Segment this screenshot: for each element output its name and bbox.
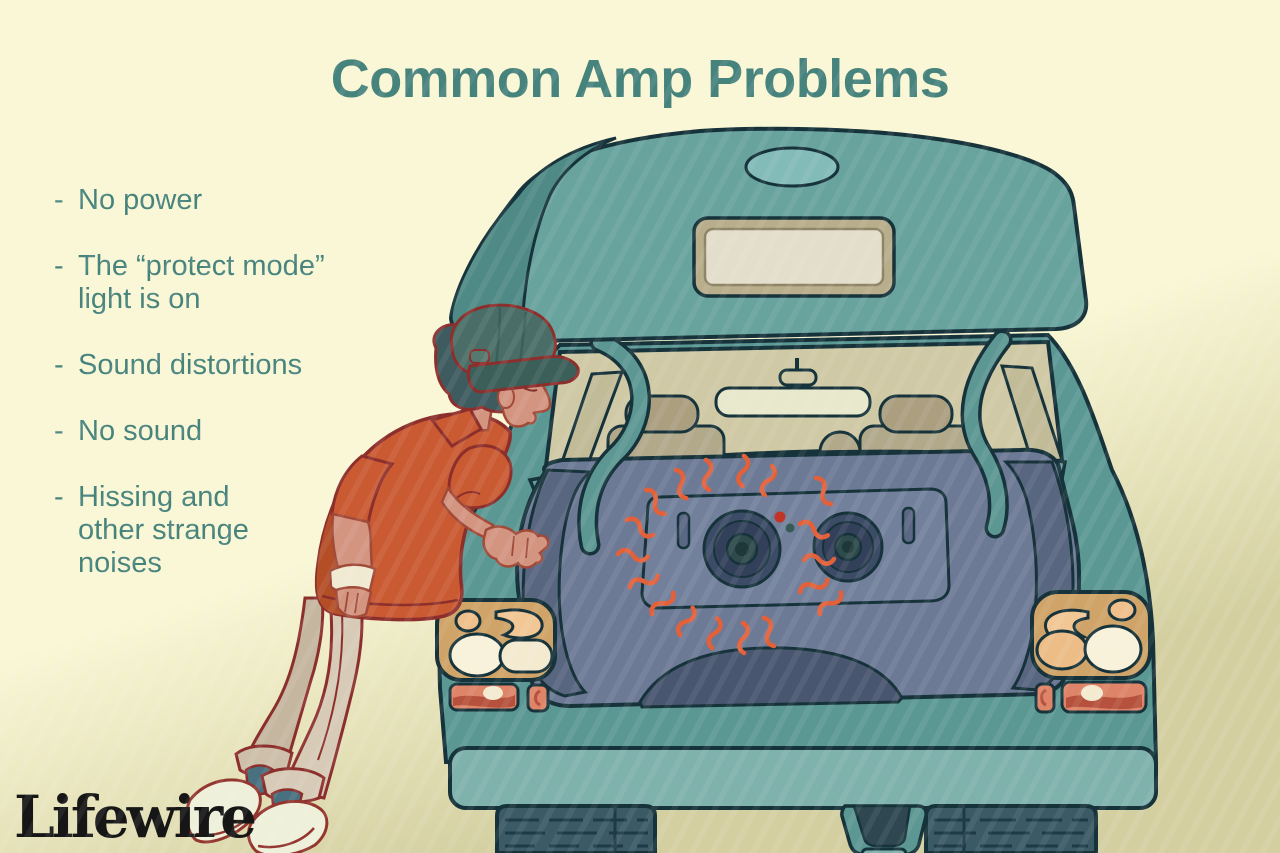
bullet-dash: - — [54, 250, 64, 283]
protect-mode-light — [774, 511, 786, 523]
bullet-dash: - — [54, 415, 64, 448]
hatch-struts — [577, 329, 1013, 556]
collar — [429, 407, 484, 448]
rearview-mirror — [778, 368, 818, 387]
hatch-lock-detail — [744, 146, 840, 188]
cap-strap — [469, 349, 490, 364]
vent-slot-right — [901, 506, 916, 545]
rolled-sleeve — [447, 444, 513, 510]
closed-eye — [523, 387, 538, 392]
person — [185, 303, 580, 853]
list-item: -Hissing and other strange noises — [54, 481, 249, 580]
bumper — [448, 746, 1158, 810]
spare-wheel-well — [638, 646, 904, 709]
head — [432, 303, 580, 428]
rear-window-interior — [542, 339, 1065, 477]
reflector-left — [448, 682, 550, 713]
tire-left — [495, 804, 657, 853]
exhaust-pipe — [840, 804, 928, 853]
list-item: -Sound distortions — [54, 349, 303, 382]
right-hand — [482, 525, 550, 569]
speaker-right — [812, 511, 884, 583]
bullet-dash: - — [54, 184, 64, 216]
page-title: Common Amp Problems — [330, 49, 950, 109]
vent-slot-left — [676, 511, 691, 550]
bullet-dash: - — [54, 349, 64, 382]
cap-brim — [466, 355, 580, 394]
reflector-right — [1034, 680, 1148, 714]
list-item: -No sound — [54, 415, 203, 448]
shoe-near — [247, 799, 329, 853]
lifewire-logo: Lifewire — [14, 783, 257, 851]
list-item: -The “protect mode” light is on — [54, 250, 325, 316]
bullet-dash: - — [54, 481, 64, 514]
shoe-far — [185, 778, 262, 844]
windshield — [714, 386, 872, 418]
tire-right — [924, 804, 1098, 853]
left-hand — [334, 586, 373, 619]
near-leg — [247, 596, 364, 853]
problem-list: -No power -The “protect mode” light is o… — [54, 184, 384, 613]
power-light — [785, 523, 795, 533]
tail-light-right — [1030, 590, 1152, 714]
list-item: -No power — [54, 184, 203, 216]
right-arm — [440, 444, 550, 569]
car — [435, 126, 1159, 853]
backwards-cap — [449, 303, 580, 394]
left-arm — [328, 454, 395, 619]
hatch-lid — [448, 126, 1089, 345]
license-plate-recess — [692, 216, 896, 298]
amp-speaker-panel — [640, 487, 951, 610]
tail-light-left — [435, 598, 557, 713]
speaker-left — [702, 509, 782, 589]
trunk-interior — [515, 447, 1082, 709]
